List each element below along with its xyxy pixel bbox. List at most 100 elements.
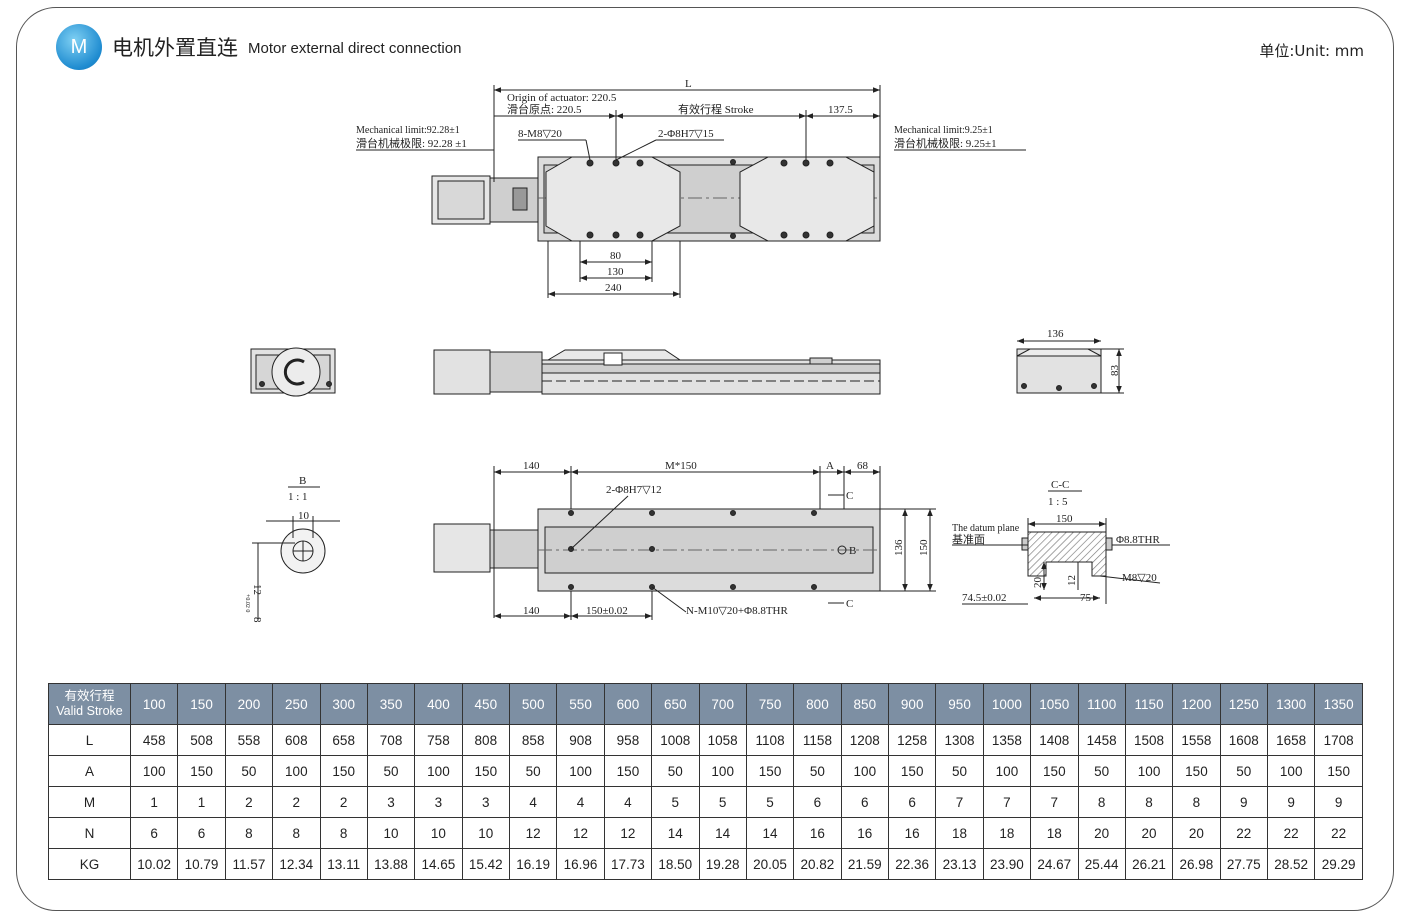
- table-cell: 15.42: [461, 848, 511, 880]
- table-cell: 28.52: [1266, 848, 1316, 880]
- title-chinese: 电机外置直连: [112, 36, 238, 60]
- table-cell: 26.98: [1172, 848, 1221, 880]
- table-cell: 22: [1219, 817, 1269, 849]
- section-badge: M: [56, 24, 102, 70]
- origin-en: Origin of actuator: 220.5: [507, 92, 617, 104]
- table-cell: 150: [1172, 755, 1221, 787]
- stroke-header-cell: 1100: [1077, 683, 1126, 725]
- table-cell: 20: [1077, 817, 1126, 849]
- table-cell: 1708: [1314, 724, 1363, 756]
- table-cell: 100: [1266, 755, 1316, 787]
- table-cell: 13.88: [366, 848, 416, 880]
- table-cell: 958: [603, 724, 653, 756]
- table-cell: 4: [556, 786, 605, 818]
- mech-limit-right-cn: 滑台机械极限: 9.25±1: [894, 136, 997, 150]
- dim-L: L: [685, 78, 692, 90]
- table-cell: 8: [319, 817, 368, 849]
- dim-137-5: 137.5: [828, 104, 853, 116]
- stroke-header-cell: 900: [887, 683, 937, 725]
- row-head-en: Valid Stroke: [56, 704, 123, 718]
- detail-b-dim-12: 12: [251, 584, 263, 595]
- stroke-header-cell: 500: [508, 683, 558, 725]
- detail-b-scale: 1 : 1: [288, 491, 308, 503]
- table-cell: 22: [1314, 817, 1363, 849]
- table-cell: 1: [177, 786, 226, 818]
- stroke-header-cell: 250: [272, 683, 321, 725]
- table-cell: 21.59: [840, 848, 890, 880]
- table-cell: 10: [461, 817, 511, 849]
- table-cell: 1558: [1172, 724, 1221, 756]
- table-cell: 150: [603, 755, 653, 787]
- table-cell: 1208: [840, 724, 890, 756]
- table-cell: 20: [1124, 817, 1174, 849]
- table-cell: 16.96: [556, 848, 605, 880]
- table-cell: 18: [935, 817, 984, 849]
- table-cell: 458: [129, 724, 179, 756]
- table-cell: 22.36: [887, 848, 937, 880]
- table-cell: 50: [366, 755, 416, 787]
- table-cell: 17.73: [603, 848, 653, 880]
- table-cell: 6: [887, 786, 937, 818]
- stroke-header-cell: 850: [840, 683, 890, 725]
- bottom-dim-a: A: [826, 460, 834, 472]
- table-cell: 7: [1030, 786, 1079, 818]
- table-cell: 1008: [651, 724, 700, 756]
- stroke-header-cell: 350: [366, 683, 416, 725]
- table-cell: 13.11: [319, 848, 368, 880]
- stroke-label: 有效行程 Stroke: [678, 102, 754, 116]
- table-cell: 24.67: [1030, 848, 1079, 880]
- row-label: KG: [48, 848, 131, 880]
- table-cell: 9: [1219, 786, 1269, 818]
- section-cc-dim-150: 150: [1056, 513, 1073, 525]
- table-cell: 1108: [745, 724, 795, 756]
- dim-130: 130: [607, 266, 624, 278]
- bottom-holes-8h7: 2-Φ8H7▽12: [606, 484, 662, 496]
- stroke-header-cell: 1000: [982, 683, 1032, 725]
- origin-cn: 滑台原点: 220.5: [507, 102, 582, 116]
- table-cell: 100: [129, 755, 179, 787]
- technical-drawing: L Origin of actuator: 220.5 滑台原点: 220.5 …: [244, 78, 1170, 623]
- dim-80: 80: [610, 250, 622, 262]
- page-frame: [16, 7, 1394, 911]
- table-cell: 858: [508, 724, 558, 756]
- table-cell: 23.13: [935, 848, 984, 880]
- dim-83: 83: [1109, 365, 1121, 377]
- table-cell: 10.02: [129, 848, 179, 880]
- table-cell: 16.19: [508, 848, 558, 880]
- section-c-lower: C: [846, 598, 853, 610]
- table-cell: 4: [603, 786, 653, 818]
- stroke-header-cell: 700: [698, 683, 747, 725]
- detail-b-dim-8: 8: [251, 617, 263, 623]
- row-label: N: [48, 817, 131, 849]
- table-cell: 20.05: [745, 848, 795, 880]
- stroke-header-cell: 750: [745, 683, 795, 725]
- table-cell: 150: [177, 755, 226, 787]
- section-cc-dim-12: 12: [1066, 575, 1078, 586]
- stroke-header-cell: 400: [414, 683, 463, 725]
- table-cell: 12: [603, 817, 653, 849]
- table-cell: 9: [1314, 786, 1363, 818]
- stroke-header-cell: 600: [603, 683, 653, 725]
- row-head-cn: 有效行程: [64, 689, 115, 703]
- table-cell: 2: [272, 786, 321, 818]
- stroke-header-cell: 550: [556, 683, 605, 725]
- stroke-header-cell: 1300: [1266, 683, 1316, 725]
- table-cell: 508: [177, 724, 226, 756]
- table-cell: 558: [224, 724, 274, 756]
- table-cell: 808: [461, 724, 511, 756]
- table-cell: 5: [745, 786, 795, 818]
- table-cell: 22: [1266, 817, 1316, 849]
- section-c-upper: C: [846, 490, 853, 502]
- end-view-motor: [250, 347, 336, 397]
- stroke-header-cell: 1150: [1124, 683, 1174, 725]
- table-cell: 150: [319, 755, 368, 787]
- mech-limit-left-en: Mechanical limit:92.28±1: [356, 125, 460, 136]
- section-cc-thr: Φ8.8THR: [1116, 534, 1160, 546]
- end-view-far: [1016, 338, 1124, 394]
- dim-136-side: 136: [1047, 328, 1064, 340]
